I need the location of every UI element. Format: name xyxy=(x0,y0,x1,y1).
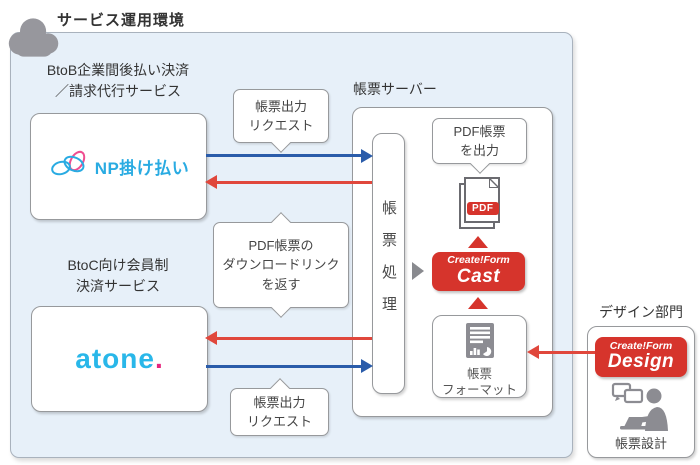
design-brand-text: Create!Form xyxy=(609,339,673,352)
form-format-label-line1: 帳票 xyxy=(466,367,492,381)
download-link-bubble-line3: を返す xyxy=(261,276,301,292)
btob-service-label: BtoB企業間後払い決済 ／請求代行サービス xyxy=(26,60,210,102)
btoc-service-label-line1: BtoC向け会員制 xyxy=(67,257,169,273)
format-to-cast-arrow-icon xyxy=(468,297,488,309)
atone-logo-text: atone. xyxy=(75,343,163,375)
cast-product-text: Cast xyxy=(456,265,501,287)
request-bubble-top-line1: 帳票出力 xyxy=(254,98,307,114)
page-title: サービス運用環境 xyxy=(57,12,186,29)
cast-brand-text: Create!Form xyxy=(447,254,510,267)
btob-service-label-line1: BtoB企業間後払い決済 xyxy=(46,62,190,78)
red-arrow-design-to-format-line xyxy=(538,351,595,354)
process-to-cast-arrow-icon xyxy=(412,262,424,280)
download-link-bubble: PDF帳票の ダウンロードリンク を返す xyxy=(213,222,349,308)
request-bubble-bottom-line2: リクエスト xyxy=(246,414,312,429)
btoc-service-label-line2: 決済サービス xyxy=(76,278,160,294)
pdf-output-bubble-line2: を出力 xyxy=(459,143,499,158)
designer-at-laptop-icon xyxy=(610,381,672,431)
form-process-box: 帳票処理 xyxy=(372,133,405,394)
design-department-label: デザイン部門 xyxy=(599,304,683,320)
red-arrow-server-to-atone-head xyxy=(205,331,217,345)
np-logo-text: NP掛け払い xyxy=(94,159,190,178)
design-department-box: Create!Form Design 帳票設計 xyxy=(587,326,695,458)
form-format-label: 帳票 フォーマット xyxy=(442,366,517,399)
red-arrow-design-to-format-head xyxy=(527,345,539,359)
pdf-badge: PDF xyxy=(467,202,499,215)
cast-to-pdf-arrow-icon xyxy=(468,236,488,248)
cloud-icon xyxy=(6,15,62,59)
np-atobarai-card: NP掛け払い xyxy=(30,113,207,220)
download-link-bubble-line1: PDF帳票の xyxy=(248,237,314,253)
request-bubble-bottom: 帳票出力 リクエスト xyxy=(230,388,329,436)
blue-arrow-np-to-server-line xyxy=(206,154,362,157)
request-bubble-top-line2: リクエスト xyxy=(248,118,314,133)
pdf-document-icon: PDF xyxy=(459,177,503,229)
btob-service-label-line2: ／請求代行サービス xyxy=(55,83,181,99)
red-arrow-server-to-np-line xyxy=(217,181,372,184)
pdf-output-bubble-line1: PDF帳票 xyxy=(453,123,506,139)
np-logo-icon xyxy=(48,149,88,184)
request-bubble-bottom-line1: 帳票出力 xyxy=(253,394,306,410)
blue-arrow-atone-to-server-line xyxy=(206,365,362,368)
request-bubble-top: 帳票出力 リクエスト xyxy=(233,89,329,143)
red-arrow-server-to-np-head xyxy=(205,175,217,189)
download-link-bubble-line2: ダウンロードリンク xyxy=(222,257,340,273)
red-arrow-server-to-atone-line xyxy=(217,337,372,340)
design-caption: 帳票設計 xyxy=(614,436,667,451)
pdf-front-page: PDF xyxy=(464,177,500,223)
btoc-service-label: BtoC向け会員制 決済サービス xyxy=(26,255,210,297)
blue-arrow-atone-to-server-head xyxy=(361,359,373,373)
form-server-label: 帳票サーバー xyxy=(353,81,437,97)
createform-design-box: Create!Form Design xyxy=(595,337,687,377)
pdf-output-bubble: PDF帳票 を出力 xyxy=(432,118,527,164)
design-product-text: Design xyxy=(607,351,675,373)
form-format-document-icon xyxy=(465,322,495,364)
atone-card: atone. xyxy=(31,306,208,412)
atone-logo-word: atone xyxy=(75,343,155,374)
createform-cast-box: Create!Form Cast xyxy=(432,252,525,291)
blue-arrow-np-to-server-head xyxy=(361,149,373,163)
form-format-box: 帳票 フォーマット xyxy=(432,315,527,398)
atone-logo-dot: . xyxy=(154,343,164,374)
form-format-label-line2: フォーマット xyxy=(441,383,517,398)
pdf-fold-corner-inner xyxy=(490,180,497,187)
